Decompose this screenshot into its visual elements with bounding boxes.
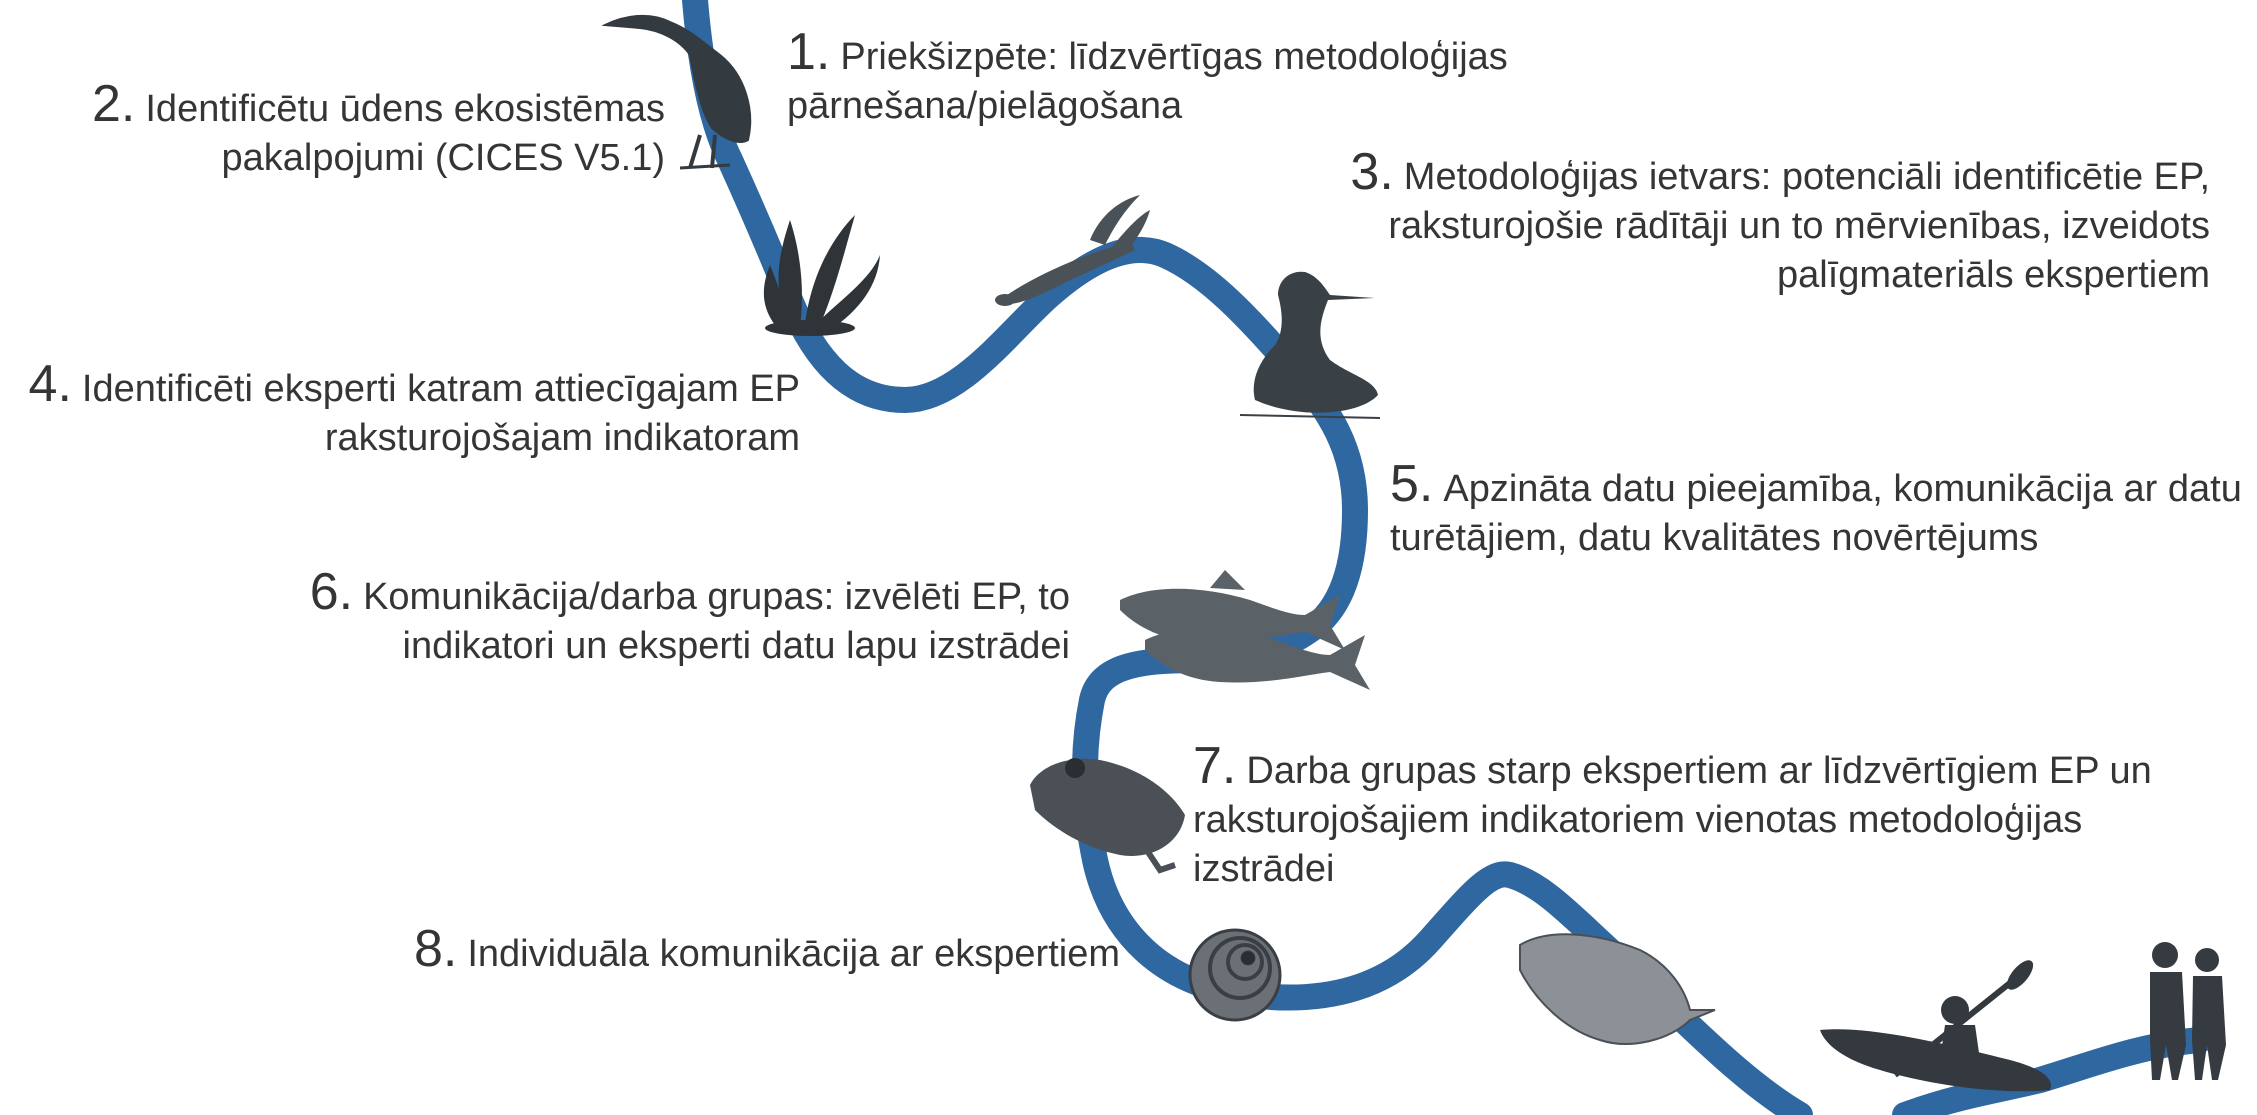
snail-shell-icon: [1190, 930, 1280, 1020]
step-6: 6.Komunikācija/darba grupas: izvēlēti EP…: [300, 568, 1070, 671]
step-6-number: 6.: [310, 563, 353, 621]
walking-people-icon: [2150, 942, 2226, 1080]
frog-icon: [1030, 758, 1185, 870]
step-5-text: Apzināta datu pieejamība, komunikācija a…: [1390, 468, 2242, 559]
step-7-number: 7.: [1193, 737, 1236, 795]
step-7-text: Darba grupas starp ekspertiem ar līdzvēr…: [1193, 750, 2152, 890]
step-3-number: 3.: [1350, 143, 1393, 201]
step-8-text: Individuāla komunikācija ar ekspertiem: [467, 933, 1120, 975]
step-3-text: Metodoloģijas ietvars: potenciāli identi…: [1388, 156, 2210, 296]
step-2-number: 2.: [92, 75, 135, 133]
step-2-text: Identificētu ūdens ekosistēmas pakalpoju…: [145, 88, 665, 179]
step-4: 4.Identificēti eksperti katram attiecīga…: [10, 360, 800, 463]
kayaker-icon: [1820, 956, 2051, 1091]
step-5-number: 5.: [1390, 455, 1433, 513]
step-8-number: 8.: [414, 920, 457, 978]
step-4-text: Identificēti eksperti katram attiecīgaja…: [82, 368, 800, 459]
step-4-number: 4.: [29, 355, 72, 413]
step-8: 8.Individuāla komunikācija ar ekspertiem: [380, 925, 1120, 979]
step-2: 2.Identificētu ūdens ekosistēmas pakalpo…: [60, 80, 665, 183]
step-1-text: Priekšizpēte: līdzvērtīgas metodoloģijas…: [787, 36, 1508, 127]
seaweed-icon: [764, 215, 880, 336]
step-3: 3.Metodoloģijas ietvars: potenciāli iden…: [1320, 148, 2210, 300]
step-5: 5.Apzināta datu pieejamība, komunikācija…: [1390, 460, 2250, 563]
step-7: 7.Darba grupas starp ekspertiem ar līdzv…: [1193, 742, 2193, 894]
step-1-number: 1.: [787, 23, 830, 81]
step-1: 1.Priekšizpēte: līdzvērtīgas metodoloģij…: [787, 28, 1547, 131]
step-6-text: Komunikācija/darba grupas: izvēlēti EP, …: [363, 576, 1070, 667]
